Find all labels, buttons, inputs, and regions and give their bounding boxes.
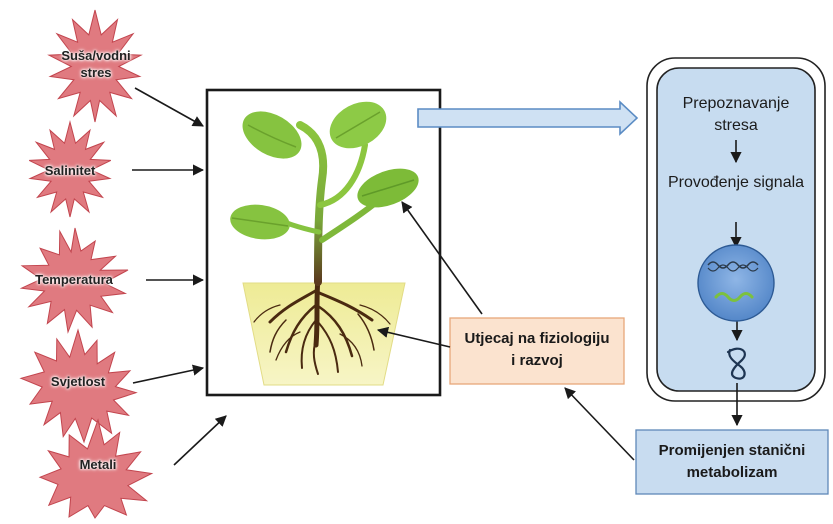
arrow-effect-to-roots <box>376 326 451 348</box>
stressor-drought-label: Suša/vodni stres <box>61 48 131 80</box>
effect-box-label: Utjecaj na fiziologiju i razvoj <box>464 330 610 369</box>
cell-step-signaling: Provođenje signala <box>667 174 805 191</box>
arrow-drought-to-plant <box>134 87 204 127</box>
dna-strand-icon <box>707 261 759 269</box>
stressor-metals-label: Metali <box>79 457 117 472</box>
stressor-temperature-label: Temperatura <box>35 272 113 287</box>
arrow-metabolism-to-effect <box>564 387 635 461</box>
arrow-effect-to-shoot <box>401 201 483 315</box>
star-shape <box>38 418 154 519</box>
cell-step-recognition: Prepoznavanje stresa <box>682 95 790 134</box>
stressor-light-label: Svjetlost <box>50 374 106 389</box>
stressor-metals-star <box>38 418 154 519</box>
stressor-salinity-star <box>28 120 112 218</box>
star-shape <box>19 227 129 334</box>
stressor-drought-star <box>47 9 143 123</box>
star-shape <box>19 328 138 444</box>
effect-box <box>449 317 625 385</box>
leaves-illustration <box>230 101 419 240</box>
star-shape <box>47 9 143 123</box>
metabolism-box <box>635 429 829 495</box>
arrow-metals-to-plant <box>173 415 227 466</box>
arrow-light-to-plant <box>132 364 205 384</box>
pot-shape <box>242 282 406 386</box>
plant-to-cell-arrow <box>417 100 639 136</box>
metabolism-box-label: Promijenjen stanični metabolizam <box>658 442 806 481</box>
stressor-light-star <box>19 328 138 444</box>
nucleus-circle <box>697 244 775 322</box>
star-shape <box>28 120 112 218</box>
protein-fold-icon <box>726 347 746 380</box>
roots-illustration <box>253 275 391 375</box>
stressor-salinity-label: Salinitet <box>44 163 96 178</box>
mrna-strand-icon <box>714 292 754 302</box>
dna-strand-icon-b <box>707 264 759 272</box>
stressor-temperature-star <box>19 227 129 334</box>
